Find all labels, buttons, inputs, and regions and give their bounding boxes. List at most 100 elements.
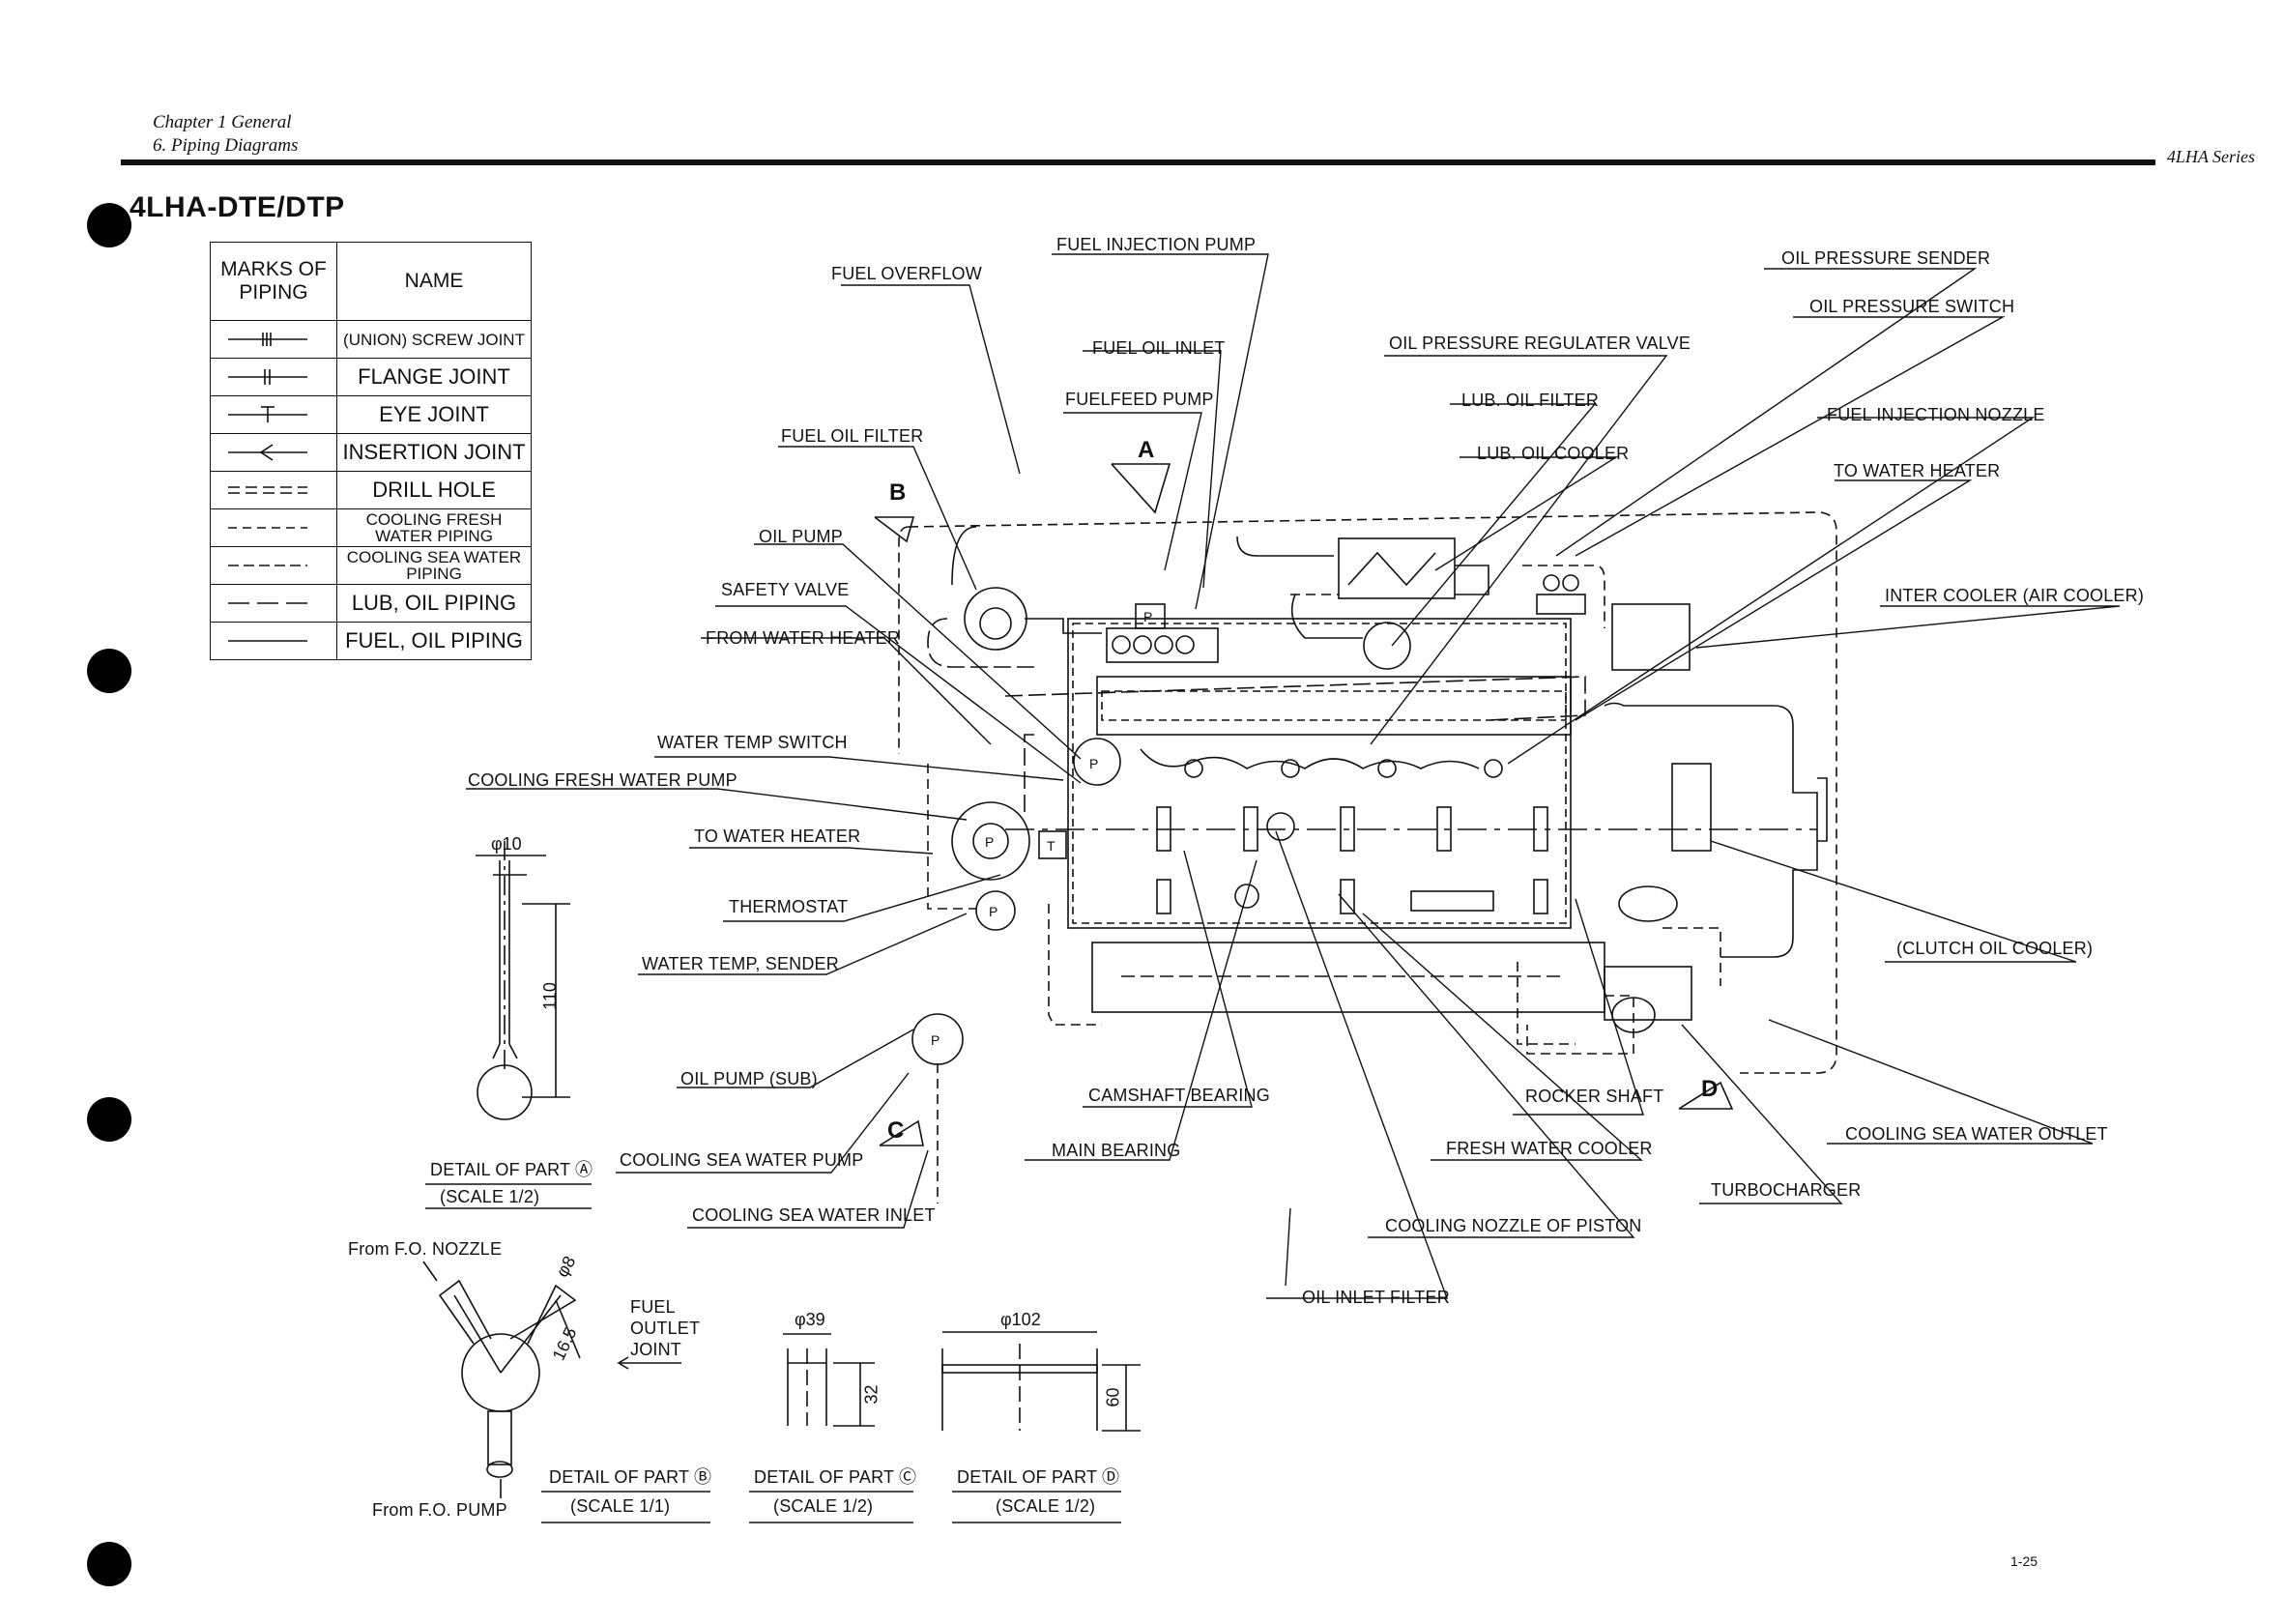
label-cooling-sea-water-inlet: COOLING SEA WATER INLET: [692, 1205, 936, 1225]
detail-c-length: 32: [861, 1384, 882, 1405]
label-rocker-shaft: ROCKER SHAFT: [1525, 1087, 1664, 1106]
fuel-gallery: [1096, 676, 1572, 736]
legend-name: LUB, OIL PIPING: [336, 584, 532, 623]
label-cooling-sea-water-pump: COOLING SEA WATER PUMP: [620, 1150, 864, 1170]
fuel-injection-pump: [1106, 627, 1219, 663]
piping-legend: MARKS OF PIPING NAME (UNION) SCREW JOINT…: [210, 242, 532, 660]
label-fuel-oil-filter: FUEL OIL FILTER: [781, 426, 924, 446]
label-fuel-overflow: FUEL OVERFLOW: [831, 264, 982, 283]
turbocharger-body: [1618, 885, 1678, 922]
part-mark-c: C: [887, 1117, 905, 1144]
part-mark-b: B: [889, 479, 907, 506]
detail-b-caption: DETAIL OF PART Ⓑ: [549, 1467, 712, 1487]
legend-name: (UNION) SCREW JOINT: [336, 320, 532, 359]
label-fuel-injection-pump: FUEL INJECTION PUMP: [1056, 235, 1257, 254]
part-mark-a: A: [1138, 437, 1155, 463]
label-fresh-water-cooler: FRESH WATER COOLER: [1446, 1139, 1653, 1158]
legend-mark-insertion: [210, 433, 337, 472]
engine-block: [1067, 618, 1572, 929]
label-lub-oil-cooler: LUB. OIL COOLER: [1477, 444, 1630, 463]
fresh-water-cooler: [1091, 942, 1605, 1013]
thermostat-symbol: [1038, 830, 1067, 859]
detail-a-scale: (SCALE 1/2): [440, 1187, 540, 1206]
label-turbocharger: TURBOCHARGER: [1711, 1180, 1862, 1200]
legend-mark-sea-water: [210, 546, 337, 585]
detail-a-length: 110: [539, 982, 560, 1010]
label-from-water-heater: FROM WATER HEATER: [706, 628, 901, 648]
label-oil-pump: OIL PUMP: [759, 527, 843, 546]
label-cooling-sea-water-outlet: COOLING SEA WATER OUTLET: [1845, 1124, 2108, 1144]
model-title: 4LHA-DTE/DTP: [130, 191, 345, 223]
label-oil-pump-sub: OIL PUMP (SUB): [680, 1069, 818, 1088]
label-clutch-oil-cooler: (CLUTCH OIL COOLER): [1896, 939, 2094, 958]
label-oil-pressure-sender: OIL PRESSURE SENDER: [1781, 248, 1991, 268]
feed-pump-p-mark: P: [1143, 609, 1153, 624]
series-label: 4LHA Series: [2166, 147, 2255, 166]
oil-pump-p-mark: P: [1089, 756, 1099, 771]
detail-a-drawing: [476, 841, 570, 1120]
detail-c-caption: DETAIL OF PART Ⓒ: [754, 1467, 917, 1487]
binder-hole: [87, 649, 131, 693]
legend-mark-lub-oil: [210, 584, 337, 623]
oil-pump-symbol: [1073, 738, 1121, 786]
label-thermostat: THERMOSTAT: [729, 897, 849, 916]
detail-d-caption: DETAIL OF PART Ⓓ: [957, 1467, 1120, 1487]
detail-c-drawing: [783, 1333, 875, 1427]
label-oil-pressure-switch: OIL PRESSURE SWITCH: [1809, 297, 2015, 316]
label-inter-cooler: INTER COOLER (AIR COOLER): [1885, 586, 2145, 605]
legend-name: COOLING FRESH WATER PIPING: [336, 508, 532, 547]
binder-hole: [87, 1097, 131, 1142]
legend-name: COOLING SEA WATER PIPING: [336, 546, 532, 585]
legend-name: FUEL, OIL PIPING: [336, 622, 532, 660]
label-fuel-oil-inlet: FUEL OIL INLET: [1092, 338, 1226, 358]
label-safety-valve: SAFETY VALVE: [721, 580, 850, 599]
label-water-temp-switch: WATER TEMP SWITCH: [657, 733, 848, 752]
detail-b-joint-line1: FUEL: [630, 1297, 676, 1317]
legend-name: INSERTION JOINT: [336, 433, 532, 472]
label-cooling-fresh-water-pump: COOLING FRESH WATER PUMP: [468, 770, 737, 790]
legend-marks-heading: MARKS OF PIPING: [220, 258, 327, 304]
detail-c-diameter: φ39: [795, 1310, 825, 1329]
detail-a-diameter: φ10: [491, 834, 522, 854]
label-main-bearing: MAIN BEARING: [1052, 1141, 1181, 1160]
label-camshaft-bearing: CAMSHAFT BEARING: [1088, 1086, 1270, 1105]
label-to-water-heater-left: TO WATER HEATER: [694, 826, 861, 846]
label-lub-oil-filter: LUB. OIL FILTER: [1461, 391, 1600, 410]
binder-hole: [87, 203, 131, 247]
section-heading: 6. Piping Diagrams: [153, 135, 299, 156]
fresh-water-pump-p-mark: P: [985, 834, 995, 850]
legend-header-marks: MARKS OF PIPING: [210, 242, 337, 321]
legend-mark-screw: [210, 320, 337, 359]
legend-name: DRILL HOLE: [336, 471, 532, 509]
sea-water-pump-p-mark: P: [989, 904, 998, 919]
label-cooling-nozzle-of-piston: COOLING NOZZLE OF PISTON: [1385, 1216, 1642, 1235]
sea-water-pump-symbol: [975, 890, 1016, 931]
clutch-oil-cooler: [1671, 763, 1712, 852]
label-oil-pressure-regulater-valve: OIL PRESSURE REGULATER VALVE: [1389, 334, 1691, 353]
clutch-cooler-loop: [1604, 702, 1818, 958]
lub-oil-cooler: [1338, 537, 1456, 599]
detail-b-joint-line3: JOINT: [630, 1340, 681, 1359]
chapter-heading: Chapter 1 General: [153, 112, 292, 132]
label-fuel-injection-nozzle: FUEL INJECTION NOZZLE: [1827, 405, 2045, 424]
header-rule: [121, 160, 2155, 165]
legend-mark-fuel-oil: [210, 622, 337, 660]
legend-mark-eye: [210, 395, 337, 434]
detail-d-diameter: φ102: [1000, 1310, 1041, 1329]
part-mark-d: D: [1701, 1076, 1719, 1102]
label-to-water-heater-right: TO WATER HEATER: [1834, 461, 2001, 480]
cooling-fresh-water-pump-symbol: [951, 801, 1030, 881]
detail-b-joint-line2: OUTLET: [630, 1319, 701, 1338]
detail-c-scale: (SCALE 1/2): [773, 1496, 874, 1516]
binder-hole: [87, 1542, 131, 1586]
detail-b-scale: (SCALE 1/1): [570, 1496, 671, 1516]
page-number: 1-25: [2010, 1553, 2038, 1569]
detail-d-drawing: [941, 1331, 1141, 1432]
detail-b-from-pump: From F.O. PUMP: [372, 1500, 507, 1520]
label-fuelfeed-pump: FUELFEED PUMP: [1065, 390, 1214, 409]
legend-mark-drill: [210, 471, 337, 509]
fresh-water-loop-outer: [908, 511, 1837, 1074]
legend-name: EYE JOINT: [336, 395, 532, 434]
label-oil-inlet-filter: OIL INLET FILTER: [1302, 1288, 1450, 1307]
